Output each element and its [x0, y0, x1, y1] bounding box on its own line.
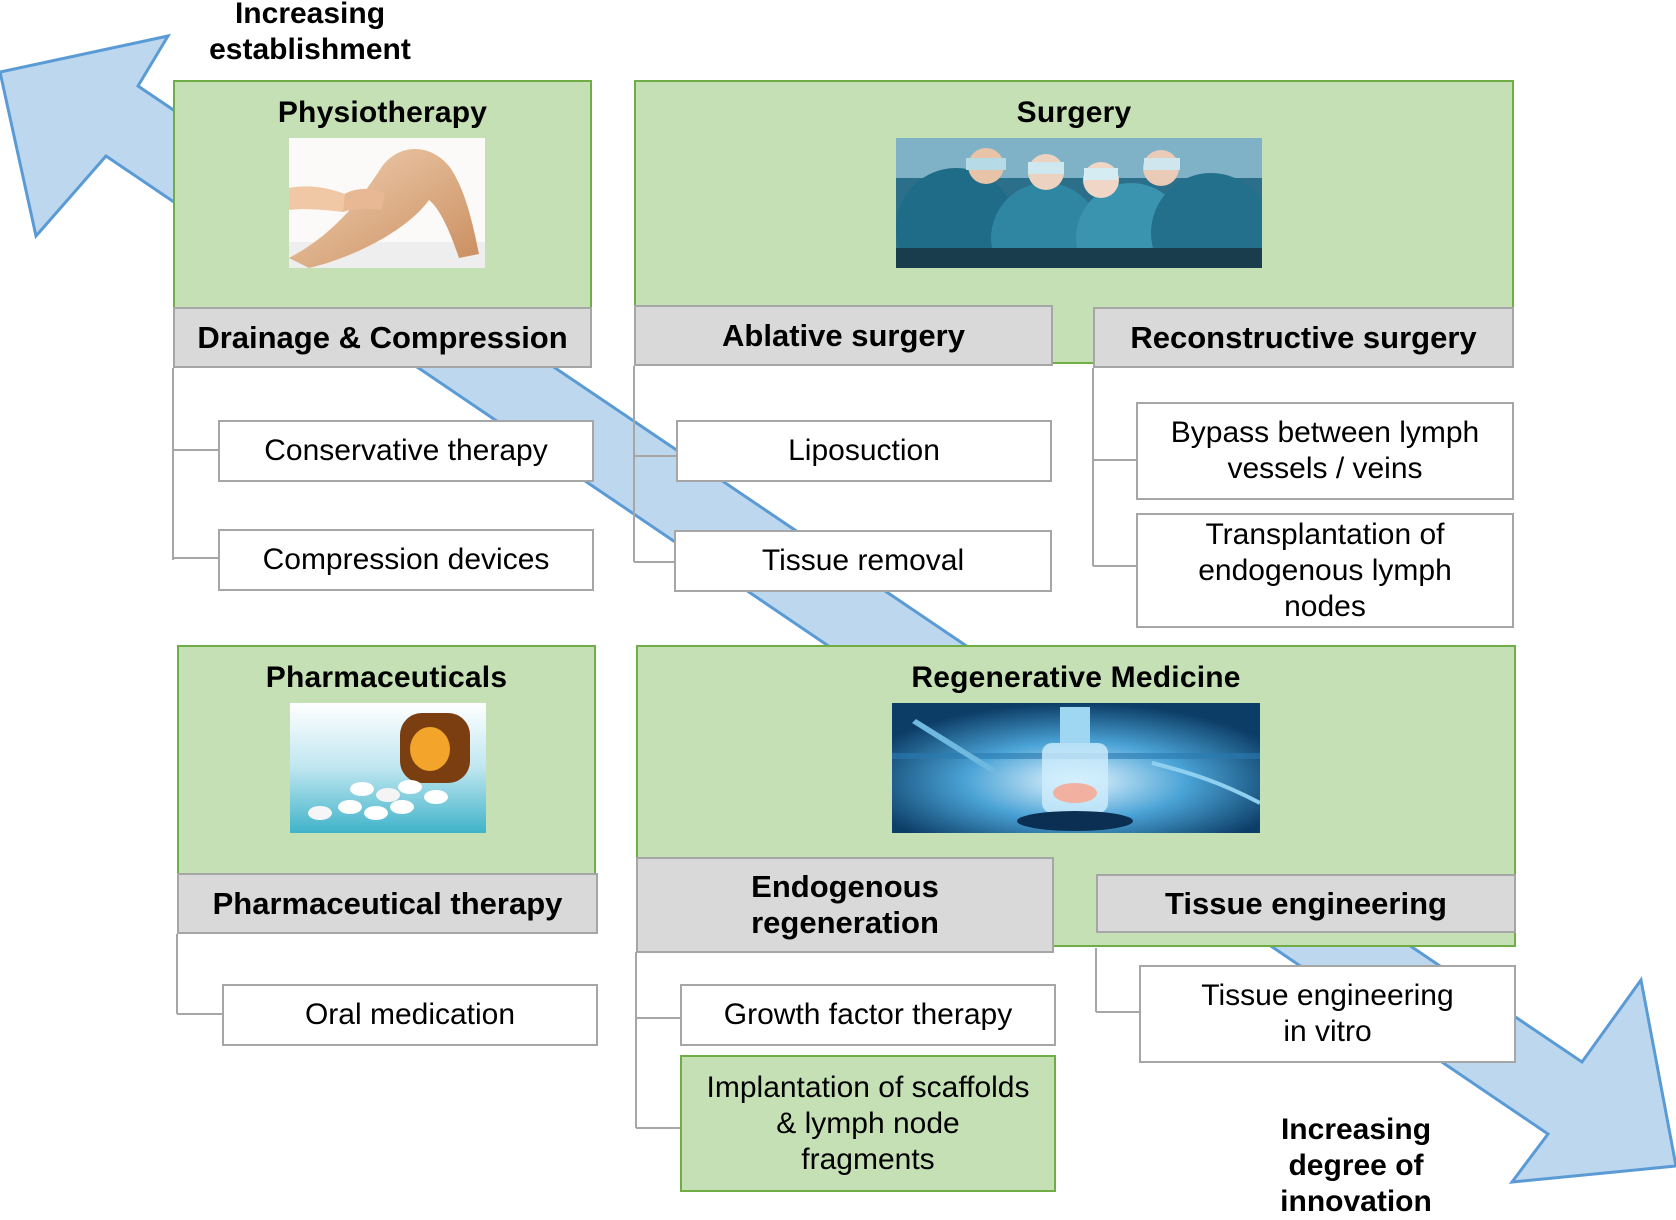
- leaf-bypass-lymph-vessels: Bypass between lymph vessels / veins: [1136, 402, 1514, 500]
- surgical-team-photo: [896, 138, 1262, 268]
- label-increasing-innovation: Increasing degree of innovation: [1280, 1113, 1432, 1218]
- label-increasing-establishment: Increasing establishment: [209, 0, 411, 66]
- subcategory-ablative-surgery: Ablative surgery: [634, 305, 1053, 366]
- leaf-tissue-engineering-in-vitro: Tissue engineering in vitro: [1139, 965, 1516, 1063]
- subcategory-endogenous-regeneration: Endogenous regeneration: [636, 857, 1054, 953]
- leaf-conservative-therapy: Conservative therapy: [218, 420, 594, 482]
- leaf-liposuction: Liposuction: [676, 420, 1052, 482]
- category-pharmaceuticals: Pharmaceuticals: [177, 645, 596, 877]
- subcategory-pharmaceutical-therapy: Pharmaceutical therapy: [177, 873, 598, 934]
- category-physiotherapy: Physiotherapy: [173, 80, 592, 312]
- leaf-compression-devices: Compression devices: [218, 529, 594, 591]
- subcategory-drainage-compression: Drainage & Compression: [173, 307, 592, 368]
- category-title-pharmaceuticals: Pharmaceuticals: [265, 661, 508, 694]
- category-title-surgery: Surgery: [1016, 96, 1132, 129]
- subcategory-tissue-engineering: Tissue engineering: [1096, 874, 1516, 933]
- subcategory-reconstructive-surgery: Reconstructive surgery: [1093, 307, 1514, 368]
- leaf-oral-medication: Oral medication: [222, 984, 598, 1046]
- category-title-physiotherapy: Physiotherapy: [277, 96, 488, 129]
- pills-photo: [290, 703, 486, 833]
- leaf-growth-factor-therapy: Growth factor therapy: [680, 984, 1056, 1046]
- leaf-tissue-removal: Tissue removal: [674, 530, 1052, 592]
- leg-massage-photo: [289, 138, 485, 268]
- leaf-transplantation-lymph-nodes: Transplantation of endogenous lymph node…: [1136, 513, 1514, 628]
- leaf-implantation-scaffolds: Implantation of scaffolds & lymph node f…: [680, 1055, 1056, 1192]
- bioreactor-photo: [892, 703, 1260, 833]
- category-title-regenerative-medicine: Regenerative Medicine: [911, 661, 1241, 694]
